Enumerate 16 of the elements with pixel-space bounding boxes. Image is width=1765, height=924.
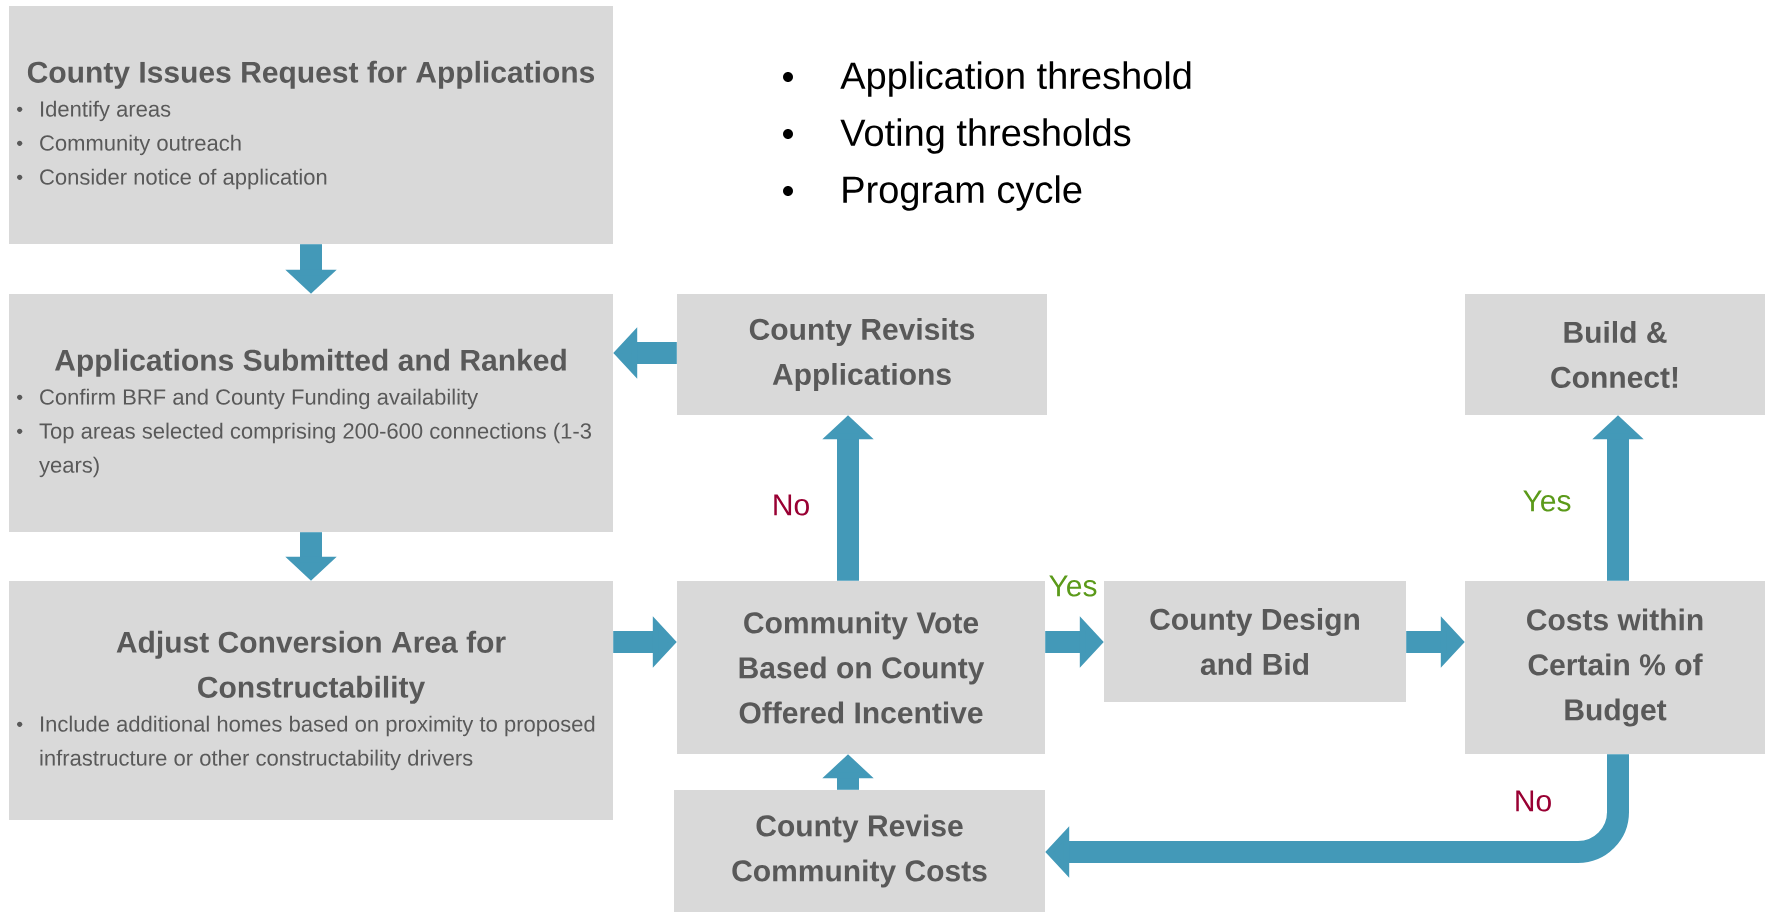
edge-label: Yes xyxy=(1049,575,1097,597)
process-box: Costs within Certain % of Budget xyxy=(1465,581,1765,754)
process-box: County Revisits Applications xyxy=(677,294,1047,415)
process-box: Applications Submitted and Ranked Confirm BRF and County Funding availability Top areas selected comprising 200-600 connections (1-3 years) xyxy=(9,294,613,532)
process-box: County Issues Request for Applications Identify areas Community outreach Consider notice of application xyxy=(9,6,613,244)
process-box: County Design and Bid xyxy=(1104,581,1406,702)
edge-label: No xyxy=(1516,790,1551,812)
bullet-item: Voting thresholds xyxy=(840,118,1131,154)
process-box: Build & Connect! xyxy=(1465,294,1765,415)
bullet-item: Application threshold xyxy=(840,61,1191,97)
edge-label: Yes xyxy=(1523,490,1571,512)
edge-label: No xyxy=(774,494,809,516)
process-box: Community Vote Based on County Offered Incentive xyxy=(677,581,1045,754)
process-box: County Revise Community Costs xyxy=(674,790,1045,912)
bullet-item: Program cycle xyxy=(843,175,1082,211)
process-box: Adjust Conversion Area for Constructability Include additional homes based on proximity to proposed infrastructure or other constructability drivers xyxy=(9,581,613,820)
